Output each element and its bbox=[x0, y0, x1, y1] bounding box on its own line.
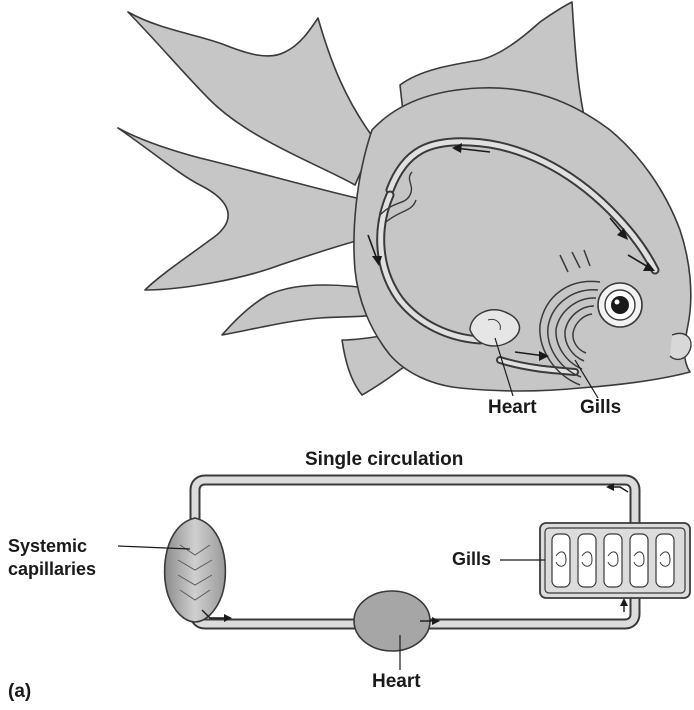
fish-eye bbox=[598, 283, 642, 327]
label-single-circulation: Single circulation bbox=[305, 450, 463, 469]
label-heart-schematic: Heart bbox=[372, 672, 421, 691]
fish-heart bbox=[470, 310, 519, 346]
label-heart-fish: Heart bbox=[488, 398, 537, 417]
systemic-capillaries-organ bbox=[165, 518, 226, 622]
label-systemic-capillaries-2: capillaries bbox=[8, 560, 96, 578]
schematic-heart-organ bbox=[354, 591, 430, 651]
label-gills-schematic: Gills bbox=[452, 550, 491, 568]
label-systemic-capillaries-1: Systemic bbox=[8, 537, 87, 555]
label-gills-fish: Gills bbox=[580, 398, 621, 417]
gills-box bbox=[540, 523, 690, 598]
label-panel-a: (a) bbox=[8, 682, 31, 701]
fish-illustration bbox=[118, 2, 691, 395]
fish-mouth bbox=[670, 333, 691, 359]
